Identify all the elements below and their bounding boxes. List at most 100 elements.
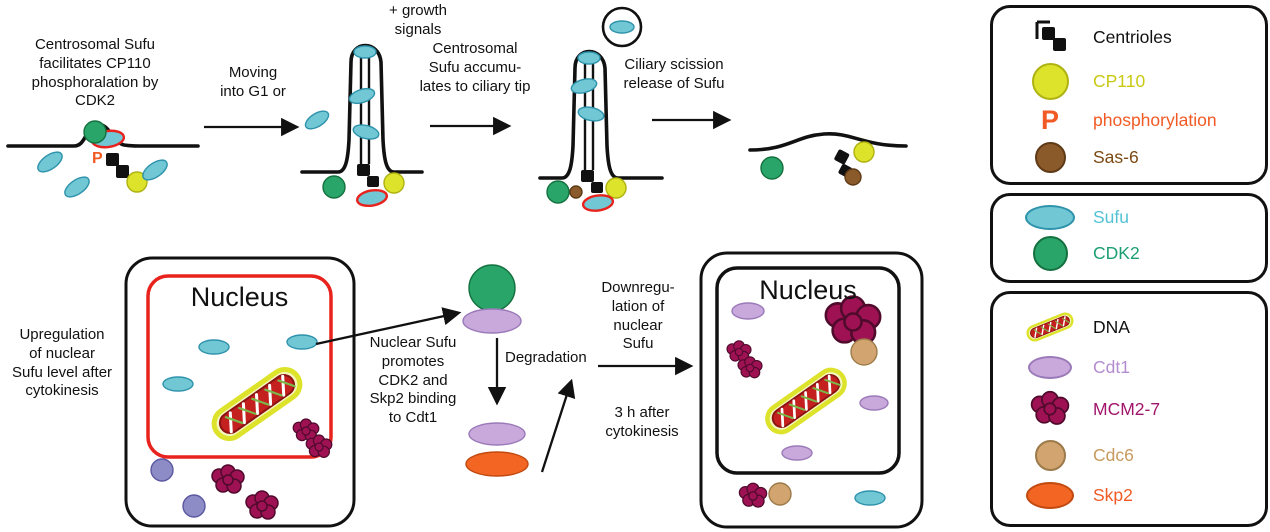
time-caption: 3 h after cytokinesis bbox=[605, 404, 679, 440]
legend-item-cdc6: Cdc6 bbox=[993, 439, 1265, 471]
arrow1-caption: Moving into G1 or bbox=[220, 64, 286, 100]
mcm2-7-icon bbox=[1023, 390, 1077, 428]
cdt1-oval bbox=[462, 308, 522, 334]
sufu-oval bbox=[577, 106, 605, 122]
sufu-oval bbox=[198, 339, 230, 355]
sufu-oval bbox=[286, 334, 318, 350]
sufu-oval bbox=[64, 176, 90, 198]
cdt1-oval bbox=[468, 422, 526, 446]
growth-signals-caption: + growth signals bbox=[389, 2, 447, 38]
legend-item-cp110: CP110 bbox=[993, 62, 1265, 100]
cdk2-circle bbox=[83, 120, 107, 144]
step1-caption: Centrosomal Sufu facilitates CP110 phosp… bbox=[31, 36, 159, 110]
legend-item-mcm27: MCM2-7 bbox=[993, 390, 1265, 428]
downregulation-caption: Downregu- lation of nuclear Sufu bbox=[601, 279, 675, 353]
cdt1-oval bbox=[859, 395, 889, 411]
promote-caption: Nuclear Sufu promotes CDK2 and Skp2 bind… bbox=[369, 334, 457, 426]
centriole-square bbox=[367, 176, 379, 187]
centriole-square bbox=[116, 165, 129, 178]
nucleus-1-outline bbox=[146, 274, 333, 459]
cdt1-icon bbox=[1023, 356, 1077, 380]
centrioles-icon bbox=[1023, 17, 1077, 57]
sufu-oval bbox=[609, 20, 635, 34]
sufu-icon bbox=[1023, 205, 1077, 231]
phosphorylation-icon: P bbox=[1040, 105, 1059, 136]
cdc6-circle bbox=[768, 482, 792, 506]
legend-item-sufu: Sufu bbox=[993, 205, 1265, 231]
centriole-square bbox=[834, 149, 850, 165]
cdc6-icon bbox=[1023, 439, 1077, 471]
sufu-oval-red-outline bbox=[581, 194, 615, 212]
cp110-circle bbox=[853, 141, 875, 163]
cdk2-circle bbox=[468, 264, 516, 312]
sas6-circle bbox=[569, 185, 583, 199]
dna-icon bbox=[1023, 309, 1077, 345]
nucleus-1-label: Nucleus bbox=[190, 282, 289, 312]
blue-particle bbox=[150, 458, 174, 482]
sufu-oval bbox=[353, 45, 377, 59]
legend-panel-sufu-cdk2: Sufu CDK2 bbox=[990, 193, 1268, 283]
cilium-2 bbox=[538, 49, 664, 212]
sufu-oval bbox=[577, 51, 601, 65]
sufu-oval bbox=[854, 490, 886, 506]
legend-item-phosphorylation: P phosphorylation bbox=[993, 105, 1265, 136]
cdk2-circle bbox=[760, 156, 784, 180]
cdk2-circle bbox=[546, 180, 570, 204]
nucleus-2-label: Nucleus bbox=[759, 275, 857, 305]
phospho-p: P bbox=[92, 150, 103, 167]
disassembled-centrosome bbox=[748, 132, 908, 186]
centriole-square bbox=[357, 164, 370, 176]
legend-label: Sufu bbox=[1093, 207, 1129, 228]
legend-label: Skp2 bbox=[1093, 484, 1133, 505]
step1-centrosome-membrane: P bbox=[6, 120, 200, 198]
sufu-oval bbox=[352, 124, 380, 140]
cp110-circle bbox=[605, 177, 627, 199]
sufu-oval-red-outline bbox=[355, 188, 389, 208]
centriole-square bbox=[581, 170, 594, 182]
legend-label: CDK2 bbox=[1093, 242, 1140, 263]
legend-item-cdt1: Cdt1 bbox=[993, 356, 1265, 380]
skp2-icon bbox=[1023, 481, 1077, 509]
legend-panel-centrosome: Centrioles CP110 P phosphorylation Sas-6 bbox=[990, 5, 1268, 185]
legend-item-skp2: Skp2 bbox=[993, 481, 1265, 509]
cilium-1 bbox=[300, 43, 424, 208]
legend-item-centrioles: Centrioles bbox=[993, 17, 1265, 57]
sufu-oval bbox=[142, 159, 168, 181]
legend-item-sas6: Sas-6 bbox=[993, 141, 1265, 173]
cp110-circle bbox=[126, 171, 148, 193]
cell-1 bbox=[124, 256, 356, 528]
blue-particle bbox=[182, 494, 206, 518]
pathway-diagram: P bbox=[6, 6, 924, 529]
scission-vesicle bbox=[601, 6, 643, 48]
legend-label: Cdc6 bbox=[1093, 444, 1134, 465]
legend-item-cdk2: CDK2 bbox=[993, 235, 1265, 271]
centriole-square bbox=[591, 182, 603, 193]
legend-item-dna: DNA bbox=[993, 309, 1265, 345]
legend-label: Sas-6 bbox=[1093, 146, 1139, 167]
cell-2 bbox=[699, 251, 924, 529]
cdt1-oval bbox=[781, 445, 813, 461]
cdk2-circle bbox=[322, 175, 346, 199]
upregulation-caption: Upregulation of nuclear Sufu level after… bbox=[11, 326, 113, 400]
legend-panel-nuclear: DNA Cdt1 MCM2-7 Cdc6 Skp2 bbox=[990, 291, 1268, 527]
sufu-oval bbox=[304, 110, 330, 130]
arrow3-caption: Ciliary scission release of Sufu bbox=[623, 56, 725, 92]
legend-label: DNA bbox=[1093, 316, 1130, 337]
arrow2-caption: Centrosomal Sufu accumu- lates to ciliar… bbox=[419, 40, 531, 95]
cdc6-circle bbox=[850, 338, 878, 366]
sufu-oval bbox=[570, 78, 598, 94]
degradation-caption: Degradation bbox=[505, 349, 587, 366]
arrow-to-degradation bbox=[540, 378, 576, 473]
sufu-oval bbox=[162, 376, 194, 392]
sufu-oval bbox=[37, 151, 63, 173]
sas6-icon bbox=[1023, 141, 1077, 173]
cp110-icon bbox=[1023, 62, 1077, 100]
legend-label: phosphorylation bbox=[1093, 110, 1217, 131]
legend-label: Centrioles bbox=[1093, 26, 1172, 47]
arrow-sufu-to-cdt1 bbox=[315, 307, 462, 346]
legend-label: Cdt1 bbox=[1093, 357, 1130, 378]
skp2-oval bbox=[465, 451, 529, 477]
centriole-square bbox=[106, 153, 119, 166]
cdk2-cdt1-stack bbox=[462, 264, 522, 334]
sufu-oval bbox=[348, 87, 376, 105]
